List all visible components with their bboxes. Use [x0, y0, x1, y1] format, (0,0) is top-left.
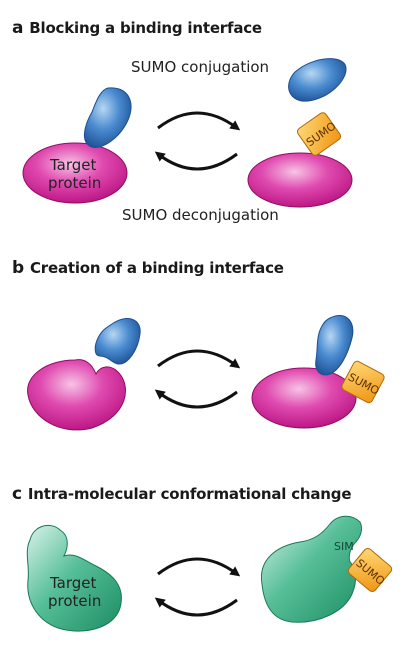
forward-arrow-c [157, 557, 241, 577]
panel-a-title: a Blocking a binding interface [12, 18, 262, 38]
target-protein-a-right [247, 152, 353, 208]
panel-b-title-text: Creation of a binding interface [29, 259, 284, 277]
sumo-tag-a: SUMO [296, 112, 342, 156]
binding-partner-a-right [288, 58, 347, 102]
reverse-arrow-b [154, 389, 238, 409]
panel-a-title-text: Blocking a binding interface [29, 19, 262, 37]
panel-c-letter: c [12, 484, 22, 504]
sumo-conjugation-label: SUMO conjugation [131, 58, 270, 76]
panel-c-title: c Intra-molecular conformational change [12, 484, 351, 504]
sumo-deconjugation-label: SUMO deconjugation [122, 206, 279, 224]
target-protein-c-left [26, 524, 122, 632]
reverse-arrow-a [154, 151, 238, 171]
binding-partner-a-left [84, 87, 132, 148]
target-protein-label-c-line2: protein [48, 592, 101, 610]
forward-arrow-a [157, 111, 241, 131]
panel-b-letter: b [12, 258, 24, 278]
target-protein-a-left [22, 142, 128, 204]
target-protein-c-right [260, 515, 363, 623]
target-protein-b-right [251, 367, 357, 429]
binding-partner-b-right [315, 315, 354, 376]
target-protein-label-a-line2: protein [48, 174, 101, 192]
forward-arrow-b [157, 349, 241, 369]
panel-a-letter: a [12, 18, 24, 38]
panel-b-title: b Creation of a binding interface [12, 258, 284, 278]
target-protein-b-left [27, 359, 126, 431]
sumo-tag-b: SUMO [341, 360, 385, 404]
target-protein-label-c-line1: Target [49, 574, 97, 592]
binding-partner-b-left [94, 318, 141, 365]
sumo-tag-c: SUMO [347, 547, 393, 593]
target-protein-label-a-line1: Target [49, 156, 97, 174]
reverse-arrow-c [154, 597, 238, 617]
sim-label: SIM [334, 540, 354, 553]
panel-c-title-text: Intra-molecular conformational change [27, 485, 352, 503]
